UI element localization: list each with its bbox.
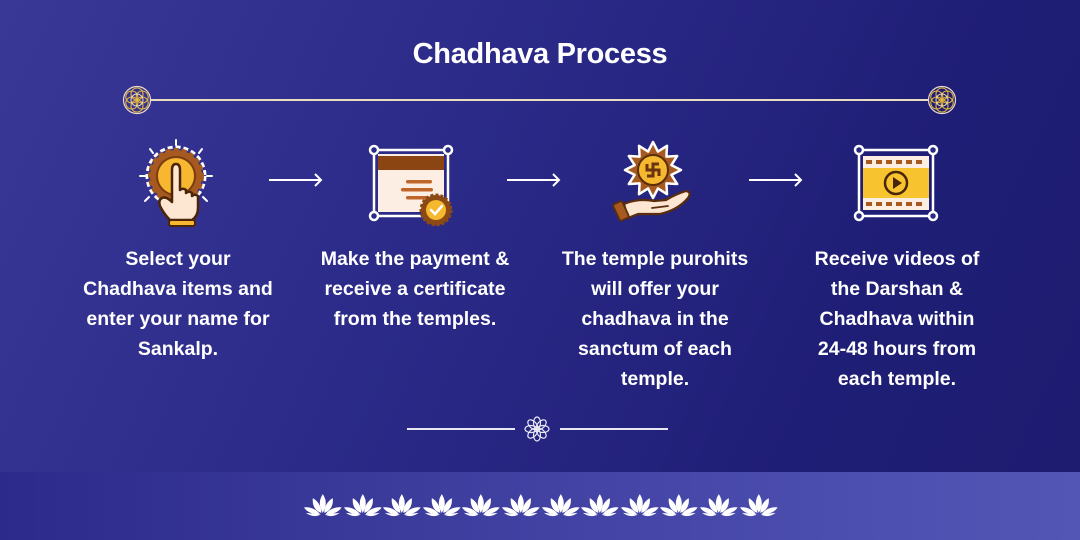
lotus-icon xyxy=(581,494,619,517)
page-title: Chadhava Process xyxy=(412,38,668,70)
flower-icon xyxy=(524,416,550,442)
step-text-line: enter your name for xyxy=(86,308,270,330)
footer-band xyxy=(0,472,1080,540)
certificate-icon xyxy=(368,144,454,227)
step-text-line: Make the payment & xyxy=(320,248,510,270)
mandala-icon xyxy=(927,85,957,115)
header-divider xyxy=(150,99,928,101)
step-text-line: Chadhava within xyxy=(819,308,975,330)
step-text-line: receive a certificate xyxy=(324,278,506,300)
lotus-icon xyxy=(660,494,698,517)
step-text-line: Select your xyxy=(125,248,231,270)
lotus-icon xyxy=(739,494,778,517)
arrow-right-icon xyxy=(748,173,802,187)
step-text-line: from the temples. xyxy=(333,308,497,330)
hand-tap-icon xyxy=(139,139,213,227)
step-text-line: 24-48 hours from xyxy=(817,338,977,360)
lotus-icon xyxy=(501,494,540,517)
offering-hand-icon xyxy=(612,140,691,222)
video-film-icon xyxy=(853,144,939,222)
step-4-description: Receive videos of the Darshan & Chadhava… xyxy=(772,244,1022,394)
lotus-icon xyxy=(303,494,342,517)
step-text-line: Sankalp. xyxy=(137,338,219,360)
step-text-line: will offer your xyxy=(591,278,719,300)
lotus-icon xyxy=(462,494,500,517)
lotus-icon xyxy=(620,494,659,517)
lotus-pattern xyxy=(303,492,778,518)
lotus-icon xyxy=(422,494,461,517)
step-text-line: chadhava in the xyxy=(581,308,729,330)
lotus-icon xyxy=(541,494,580,517)
step-1-description: Select your Chadhava items and enter you… xyxy=(53,244,303,364)
arrow-right-icon xyxy=(506,173,560,187)
step-text-line: Chadhava items and xyxy=(83,278,273,300)
bottom-divider-left xyxy=(407,428,515,430)
step-text-line: sanctum of each xyxy=(578,338,732,360)
step-2-description: Make the payment & receive a certificate… xyxy=(290,244,540,334)
step-text-line: the Darshan & xyxy=(830,278,964,300)
bottom-divider-right xyxy=(560,428,668,430)
step-text-line: temple. xyxy=(620,368,690,390)
step-text-line: Receive videos of xyxy=(814,248,980,270)
step-3-description: The temple purohits will offer your chad… xyxy=(530,244,780,394)
mandala-icon xyxy=(122,85,152,115)
lotus-icon xyxy=(383,494,421,517)
lotus-icon xyxy=(343,494,382,517)
step-text-line: The temple purohits xyxy=(561,248,749,270)
step-text-line: each temple. xyxy=(837,368,957,390)
arrow-right-icon xyxy=(268,173,322,187)
lotus-icon xyxy=(699,494,738,517)
